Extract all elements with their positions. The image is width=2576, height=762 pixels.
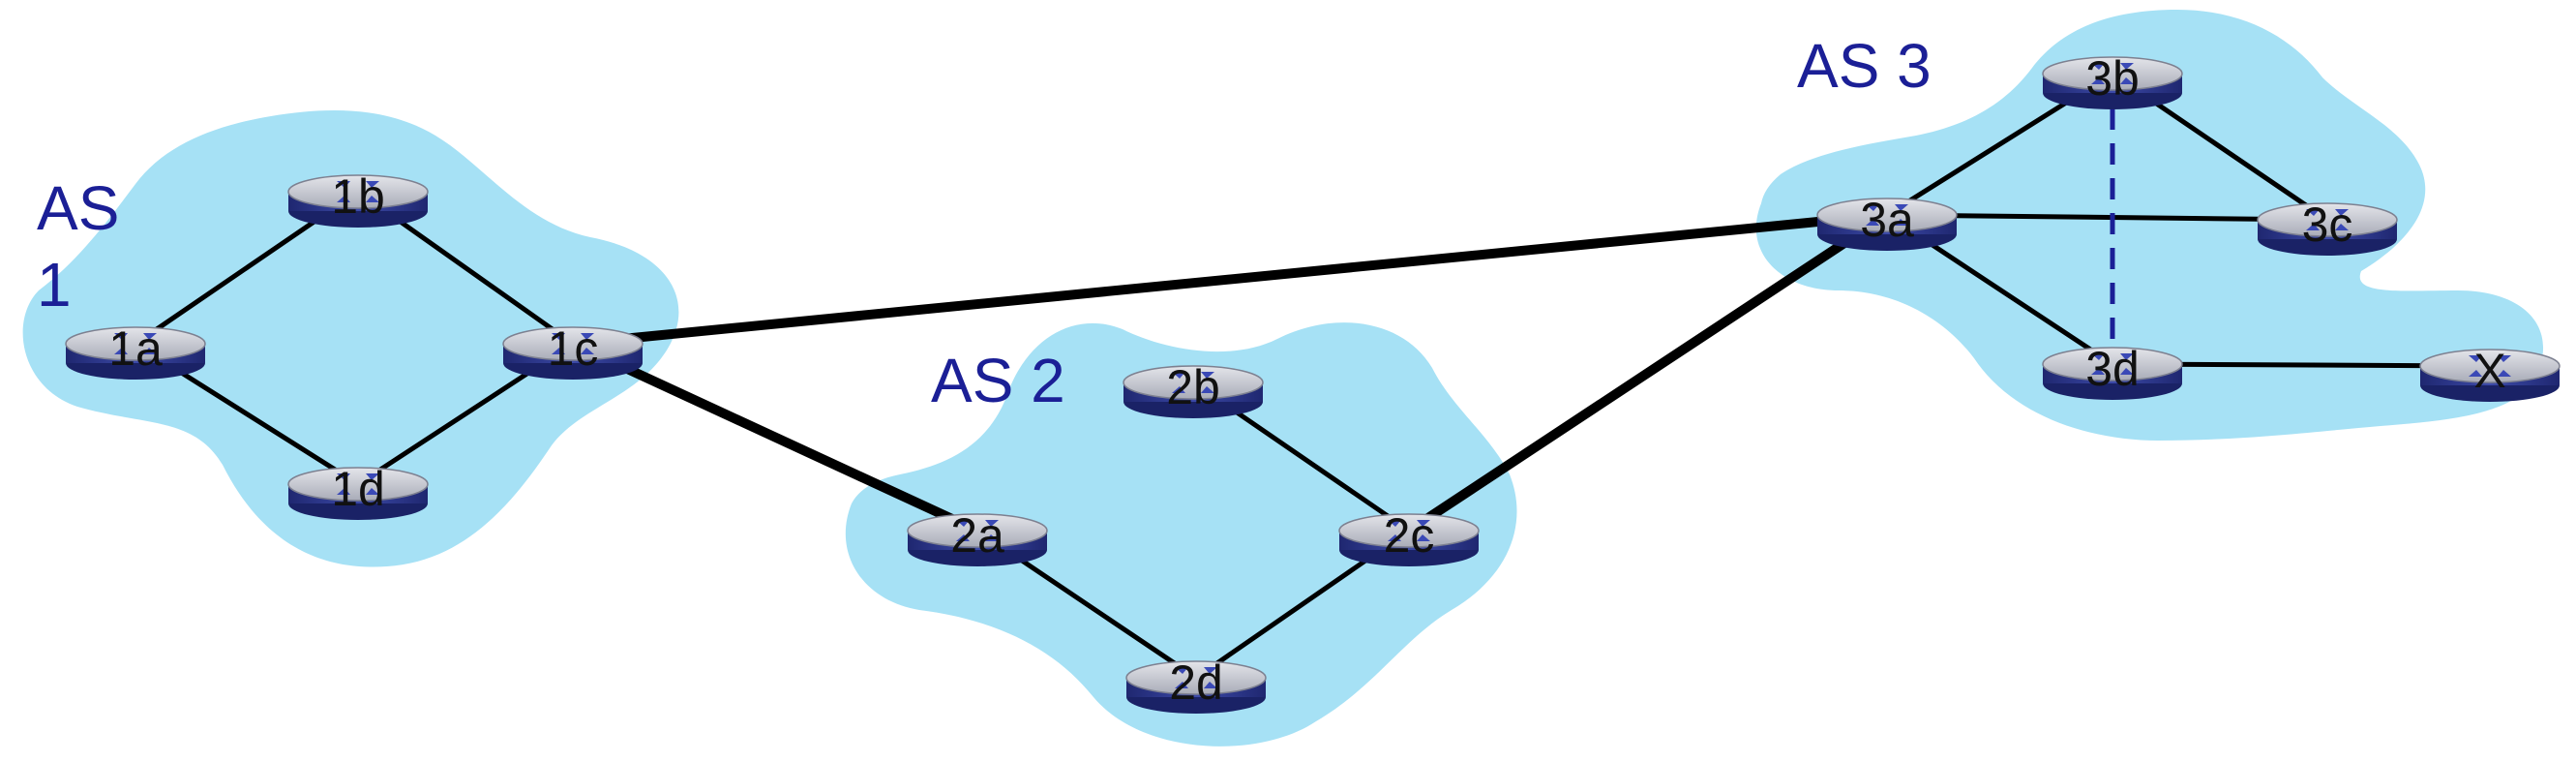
- router-top: [2042, 56, 2183, 91]
- link-1c-2a: [568, 339, 982, 535]
- router-arrows-icon: [114, 333, 157, 354]
- router-label-x: X: [2473, 344, 2505, 398]
- router-label-2b: 2b: [1166, 360, 1220, 414]
- router-arrows-icon: [1866, 204, 1908, 226]
- router-label-3d: 3d: [2085, 342, 2140, 396]
- router-arrows-icon: [1388, 520, 1430, 541]
- router-3a[interactable]: 3a: [1816, 193, 1958, 251]
- as2-label: AS 2: [931, 346, 1065, 415]
- router-3d[interactable]: 3d: [2042, 342, 2183, 400]
- router-label-2d: 2d: [1169, 655, 1223, 710]
- router-2a[interactable]: 2a: [907, 508, 1048, 566]
- router-label-1b: 1b: [331, 169, 385, 224]
- router-3c[interactable]: 3c: [2257, 198, 2398, 256]
- router-top: [287, 467, 429, 502]
- router-label-3c: 3c: [2302, 198, 2353, 252]
- as2-cloud: [845, 322, 1517, 747]
- router-label-1c: 1c: [548, 321, 599, 376]
- as1-cloud: [22, 110, 679, 567]
- router-arrows-icon: [1175, 667, 1217, 688]
- router-top: [2419, 349, 2561, 383]
- routers: 1a 1b 1c 1d 2a 2b 2c 2d 3a 3b 3c 3d X: [65, 51, 2561, 714]
- router-3b[interactable]: 3b: [2042, 51, 2183, 109]
- router-top: [2257, 202, 2398, 237]
- router-2b[interactable]: 2b: [1123, 360, 1264, 418]
- router-arrows-icon: [2091, 63, 2134, 84]
- router-2c[interactable]: 2c: [1338, 508, 1480, 566]
- router-top: [1123, 365, 1264, 400]
- router-arrows-icon: [956, 520, 999, 541]
- router-arrows-icon: [337, 181, 379, 202]
- router-top: [1816, 198, 1958, 232]
- router-top: [1125, 660, 1267, 695]
- as1-label-line1: AS: [37, 173, 119, 243]
- as-labels: AS 1 AS 2 AS 3: [37, 31, 1932, 415]
- router-top: [1338, 513, 1480, 548]
- as1-label-line2: 1: [37, 250, 72, 320]
- router-label-2c: 2c: [1384, 508, 1435, 563]
- router-arrows-icon: [2306, 209, 2349, 230]
- router-arrows-icon: [337, 473, 379, 495]
- router-label-3b: 3b: [2085, 51, 2140, 106]
- router-2d[interactable]: 2d: [1125, 655, 1267, 714]
- router-arrows-icon: [2469, 355, 2511, 377]
- router-label-3a: 3a: [1860, 193, 1914, 247]
- router-1a[interactable]: 1a: [65, 321, 206, 380]
- as3-cloud: [1755, 10, 2544, 441]
- router-1c[interactable]: 1c: [502, 321, 644, 380]
- link-2c-3a: [1404, 210, 1892, 535]
- router-x[interactable]: X: [2419, 344, 2561, 402]
- router-top: [502, 326, 644, 361]
- as-clouds: [22, 10, 2544, 747]
- router-label-2a: 2a: [950, 508, 1004, 563]
- link-3a-3c: [1884, 212, 2330, 223]
- router-top: [2042, 347, 2183, 381]
- router-top: [287, 174, 429, 209]
- router-1d[interactable]: 1d: [287, 462, 429, 520]
- router-top: [907, 513, 1048, 548]
- router-arrows-icon: [1172, 372, 1214, 393]
- as3-label: AS 3: [1797, 31, 1932, 101]
- router-arrows-icon: [552, 333, 594, 354]
- router-arrows-icon: [2091, 353, 2134, 375]
- router-1b[interactable]: 1b: [287, 169, 429, 228]
- link-1c-3a: [568, 210, 1892, 349]
- router-label-1a: 1a: [108, 321, 163, 376]
- router-label-1d: 1d: [331, 462, 385, 516]
- router-top: [65, 326, 206, 361]
